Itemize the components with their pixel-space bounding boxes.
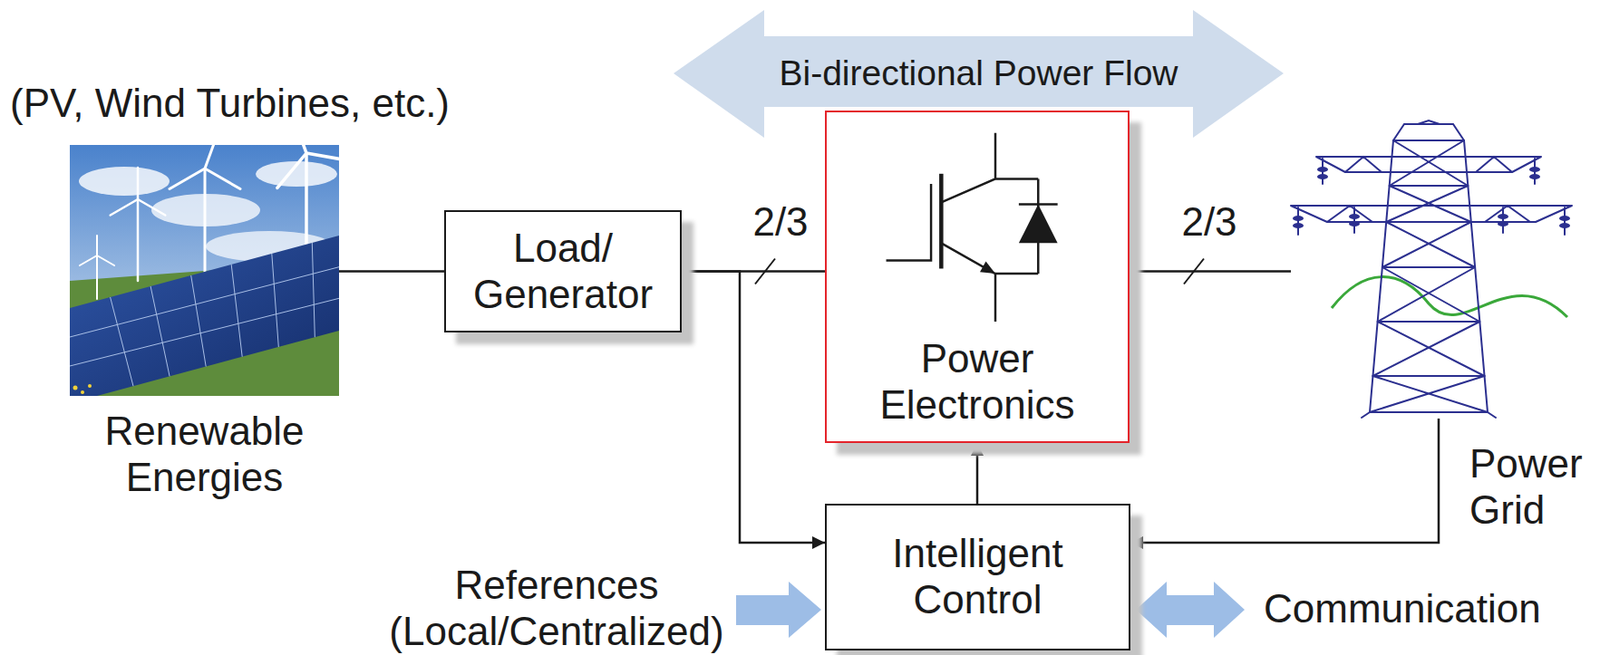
power-flow-arrow: Bi-directional Power Flow <box>673 9 1284 138</box>
insulator <box>1529 166 1541 173</box>
turbine-pole <box>136 199 140 282</box>
solar-panel <box>69 235 340 397</box>
insulator <box>1497 221 1509 227</box>
picture-caption: Renewable Energies <box>69 408 340 501</box>
insulators <box>1292 166 1571 229</box>
upper-crossarm <box>1316 156 1542 173</box>
turbine-blades <box>110 167 166 216</box>
turbine-blades <box>169 145 241 190</box>
gate-lead <box>886 184 932 261</box>
renewables-picture: (PV, Wind Turbines, etc.)Renewable Energ… <box>69 145 340 397</box>
phase-count: 2/3 <box>1178 199 1240 246</box>
insulator <box>1317 174 1329 180</box>
sine-wave <box>1331 277 1568 318</box>
picture-caption: Power Grid <box>1469 441 1597 534</box>
diode-symbol <box>1018 204 1058 244</box>
panel-grid <box>69 242 340 387</box>
turbine-blades <box>277 145 340 188</box>
diode-leads <box>1018 178 1058 274</box>
box-text: Load/ Generator <box>464 225 662 318</box>
flower <box>87 384 92 388</box>
tower-feet <box>1361 412 1496 418</box>
insulator <box>1559 223 1571 229</box>
insulator <box>1529 174 1541 180</box>
insulator <box>1348 221 1360 227</box>
process-box: Load/ Generator <box>444 210 682 333</box>
bus-slash <box>1183 259 1204 285</box>
box-text: Power Electronics <box>854 336 1100 428</box>
turbine-blades <box>79 235 115 266</box>
connector <box>339 270 445 273</box>
connector <box>1129 270 1291 273</box>
tower-illustration <box>1290 120 1572 418</box>
reference-label: References (Local/Centralized) <box>375 562 738 655</box>
flower <box>73 386 78 391</box>
insulator <box>1497 213 1509 220</box>
bus-slash <box>755 259 776 285</box>
communication-label: Communication <box>1263 586 1542 633</box>
insulator <box>1317 166 1329 173</box>
tower-legs <box>1369 120 1488 413</box>
emitter-arrow <box>979 261 996 274</box>
reference-arrow <box>736 581 822 639</box>
collector-lead <box>940 133 1038 204</box>
turbine-pole <box>96 255 98 300</box>
tower-lattice <box>1290 120 1572 418</box>
renewables-illustration <box>69 145 340 397</box>
arrow-text: Bi-directional Power Flow <box>779 53 1179 95</box>
connector <box>681 271 825 544</box>
sky <box>69 145 340 397</box>
igbt-channel <box>939 174 944 270</box>
insulator <box>1348 213 1360 220</box>
emitter-lead <box>940 242 1038 322</box>
cloud <box>78 166 170 196</box>
flowers <box>73 384 93 395</box>
insulator <box>1292 215 1304 222</box>
insulator <box>1559 215 1571 222</box>
connector <box>976 443 980 505</box>
arrow-shape <box>673 9 1284 138</box>
grid-picture: Power Grid <box>1290 122 1572 419</box>
insulator <box>1292 223 1304 229</box>
phase-count: 2/3 <box>749 199 811 246</box>
tower-braces <box>1369 140 1488 413</box>
communication-arrow <box>1135 581 1245 639</box>
connector <box>1130 418 1439 544</box>
control-box: Intelligent Control <box>824 504 1131 651</box>
converter-box: Power Electronics <box>824 110 1130 444</box>
turbine-pole <box>203 168 207 272</box>
lower-crossarm <box>1290 205 1572 223</box>
flower <box>80 390 85 395</box>
insulator-strings <box>1298 158 1565 235</box>
box-text: Intelligent Control <box>844 531 1111 623</box>
tower-rungs <box>1369 140 1488 413</box>
igbt-symbol <box>886 133 1058 322</box>
picture-heading: (PV, Wind Turbines, etc.) <box>9 80 450 127</box>
